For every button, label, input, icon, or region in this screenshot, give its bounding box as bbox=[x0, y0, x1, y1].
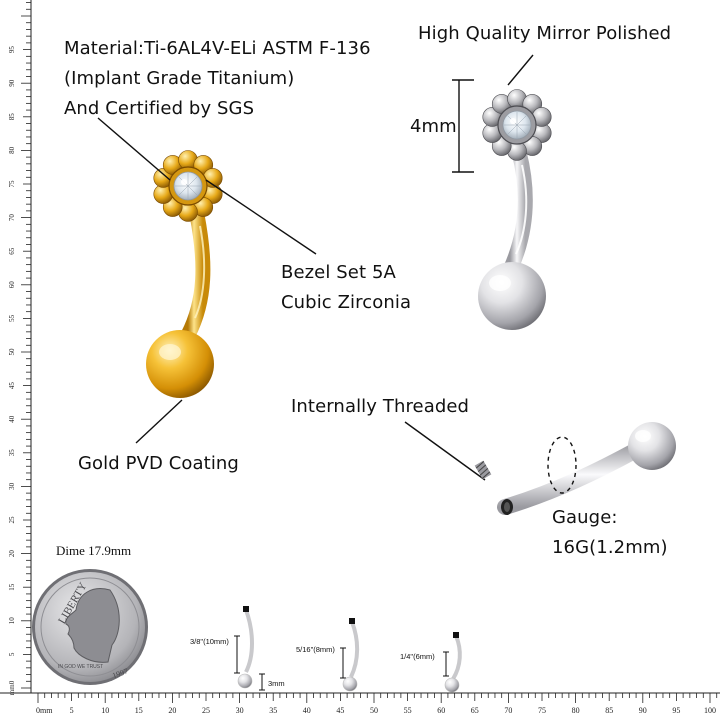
bottom-ruler-label: 70 bbox=[504, 706, 512, 715]
bottom-ruler-label: 75 bbox=[538, 706, 546, 715]
gem-facet bbox=[178, 185, 189, 196]
leader-lines bbox=[97, 54, 534, 481]
gem-facet bbox=[187, 176, 198, 187]
size-label-8mm: 5/16"(8mm) bbox=[296, 645, 335, 654]
gem-facet bbox=[516, 115, 527, 126]
gold-flower-top bbox=[153, 150, 223, 222]
left-ruler: mm0 5 10 15 20 25 30 35 40 45 50 55 60 65 70 75 80 85 90 95 bbox=[8, 0, 32, 695]
threaded-barbell bbox=[474, 422, 676, 515]
left-ruler-label: 25 bbox=[8, 516, 16, 524]
bottom-ruler-label: 95 bbox=[672, 706, 680, 715]
bezel-line-1: Bezel Set 5A bbox=[281, 262, 396, 283]
bottom-ruler-label: 50 bbox=[370, 706, 378, 715]
gem-sparkle bbox=[510, 118, 516, 124]
size-barbell-8mm bbox=[340, 618, 360, 692]
left-ruler-label: mm0 bbox=[8, 680, 16, 695]
material-line-1: Material:Ti-6AL4V-ELi ASTM F-136 bbox=[64, 38, 371, 59]
bottom-ruler-label: 30 bbox=[236, 706, 244, 715]
left-ruler-label: 35 bbox=[8, 449, 16, 457]
mirror-polished-label: High Quality Mirror Polished bbox=[418, 23, 672, 44]
left-ruler-label: 70 bbox=[8, 214, 16, 222]
left-ruler-label: 85 bbox=[8, 113, 16, 121]
size-4mm-label: 4mm bbox=[410, 116, 457, 137]
left-ruler-label: 95 bbox=[8, 46, 16, 54]
bottom-ruler-label: 85 bbox=[605, 706, 613, 715]
bottom-ruler-label: 45 bbox=[336, 706, 344, 715]
size-barbell-10mm bbox=[234, 606, 265, 691]
dime-label: Dime 17.9mm bbox=[56, 543, 132, 558]
silver-barbell bbox=[478, 89, 552, 330]
ball-size-label: 3mm bbox=[268, 679, 285, 688]
dimension-4mm-bracket bbox=[452, 79, 474, 173]
size-label-10mm: 3/8"(10mm) bbox=[190, 637, 229, 646]
size-barbell-6mm bbox=[443, 632, 462, 693]
left-ruler-label: 90 bbox=[8, 79, 16, 87]
gem-facet bbox=[516, 124, 527, 135]
left-ruler-label: 30 bbox=[8, 482, 16, 490]
bottom-ruler-label: 0mm bbox=[36, 706, 53, 715]
gold-barbell bbox=[146, 150, 223, 398]
left-ruler-label: 40 bbox=[8, 415, 16, 423]
bezel-line-2: Cubic Zirconia bbox=[281, 292, 412, 313]
bottom-ruler: 0mm 5 10 15 20 25 30 35 40 45 50 55 60 65 70 75 80 85 90 95… bbox=[0, 692, 720, 715]
left-ruler-label: 20 bbox=[8, 550, 16, 558]
bottom-ruler-label: 100 bbox=[704, 706, 716, 715]
left-ruler-label: 10 bbox=[8, 617, 16, 625]
bottom-ruler-label: 35 bbox=[269, 706, 277, 715]
left-ruler-label: 15 bbox=[8, 583, 16, 591]
internally-threaded-label: Internally Threaded bbox=[291, 396, 470, 417]
left-ruler-label: 60 bbox=[8, 281, 16, 289]
left-ruler-label: 75 bbox=[8, 180, 16, 188]
left-ruler-label: 55 bbox=[8, 314, 16, 322]
bottom-ruler-label: 40 bbox=[303, 706, 311, 715]
left-ruler-label: 80 bbox=[8, 146, 16, 154]
left-ruler-label: 45 bbox=[8, 382, 16, 390]
gauge-value: 16G(1.2mm) bbox=[552, 537, 668, 558]
bottom-ruler-label: 15 bbox=[135, 706, 143, 715]
dime-coin: LIBERTY IN GOD WE TRUST 1997 bbox=[32, 569, 148, 685]
gem-facet bbox=[187, 185, 198, 196]
gem-sparkle bbox=[181, 179, 187, 185]
material-line-3: And Certified by SGS bbox=[64, 98, 255, 119]
size-label-6mm: 1/4"(6mm) bbox=[400, 652, 435, 661]
left-ruler-label: 5 bbox=[8, 652, 16, 656]
gem-facet bbox=[507, 124, 518, 135]
left-ruler-label: 65 bbox=[8, 247, 16, 255]
coin-motto-text: IN GOD WE TRUST bbox=[58, 664, 103, 670]
material-line-2: (Implant Grade Titanium) bbox=[64, 68, 295, 89]
size-chart bbox=[234, 606, 462, 693]
bottom-ruler-label: 20 bbox=[168, 706, 176, 715]
gauge-label: Gauge: bbox=[552, 507, 618, 528]
bottom-ruler-label: 80 bbox=[572, 706, 580, 715]
silver-flower-top bbox=[482, 89, 552, 161]
bottom-ruler-label: 60 bbox=[437, 706, 445, 715]
bottom-ruler-label: 25 bbox=[202, 706, 210, 715]
bottom-ruler-label: 65 bbox=[471, 706, 479, 715]
left-ruler-label: 50 bbox=[8, 348, 16, 356]
bottom-ruler-label: 90 bbox=[639, 706, 647, 715]
gold-pvd-coating-label: Gold PVD Coating bbox=[78, 453, 239, 474]
thread-screw-icon bbox=[474, 460, 492, 480]
bottom-ruler-label: 5 bbox=[70, 706, 74, 715]
bottom-ruler-label: 10 bbox=[101, 706, 109, 715]
bottom-ruler-label: 55 bbox=[404, 706, 412, 715]
